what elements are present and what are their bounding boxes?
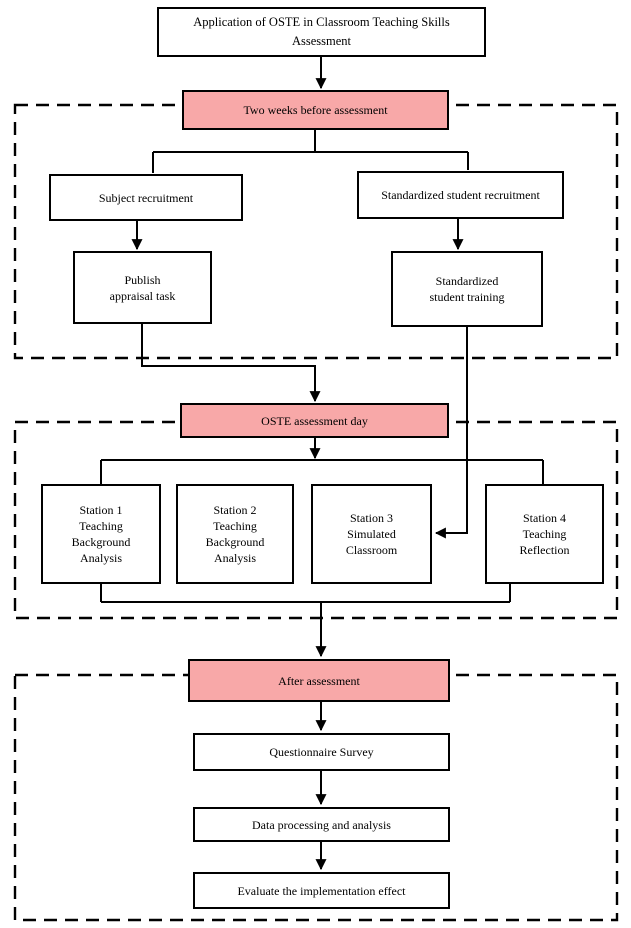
connector-training-to-station3 — [434, 327, 468, 539]
connector-phase1-split — [152, 130, 469, 173]
node-questionnaire-survey: Questionnaire Survey — [193, 733, 450, 771]
phase-oste-assessment-day: OSTE assessment day — [180, 403, 449, 438]
node-publish-appraisal-task: Publish appraisal task — [73, 251, 212, 324]
node-station-2: Station 2 Teaching Background Analysis — [176, 484, 294, 584]
node-data-processing: Data processing and analysis — [193, 807, 450, 842]
node-subject-recruitment: Subject recruitment — [49, 174, 243, 221]
node-standardized-student-recruitment: Standardized student recruitment — [357, 171, 564, 219]
phase-two-weeks-before-assessment: Two weeks before assessment — [182, 90, 449, 130]
connector-publish-to-phase2 — [141, 324, 321, 403]
node-evaluate-effect: Evaluate the implementation effect — [193, 872, 450, 909]
connector-station-merge — [100, 584, 511, 603]
phase-after-assessment: After assessment — [188, 659, 450, 702]
node-station-4: Station 4 Teaching Reflection — [485, 484, 604, 584]
node-standardized-student-training: Standardized student training — [391, 251, 543, 327]
node-station-1: Station 1 Teaching Background Analysis — [41, 484, 161, 584]
connector-station-branch — [100, 459, 544, 484]
node-title: Application of OSTE in Classroom Teachin… — [157, 7, 486, 57]
node-station-3: Station 3 Simulated Classroom — [311, 484, 432, 584]
